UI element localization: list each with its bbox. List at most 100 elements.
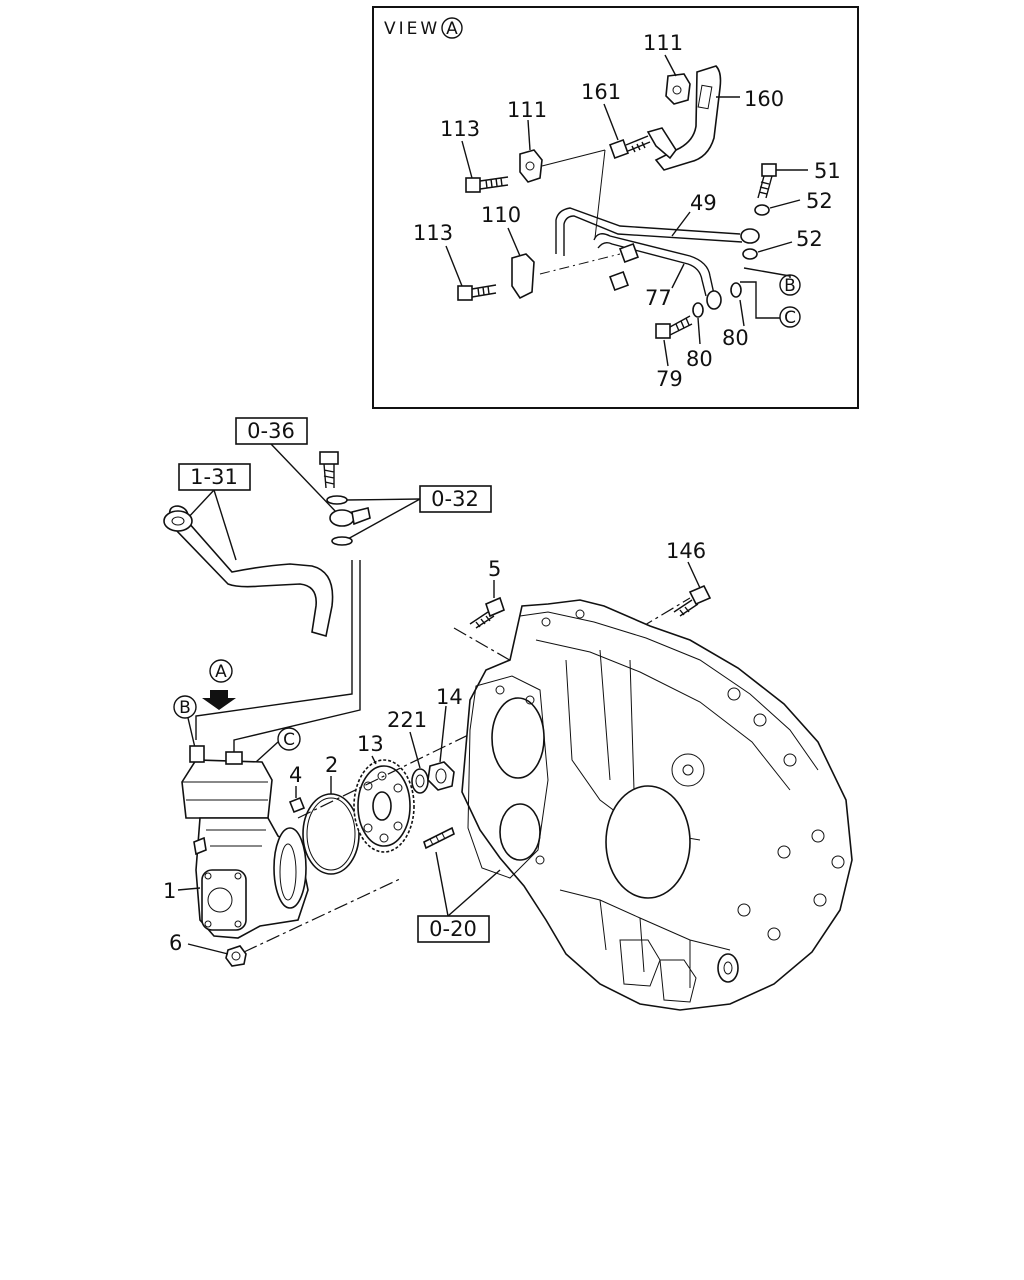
pipe-77-b [597,241,707,297]
view-a-inset: VIEW A [372,6,859,409]
callout-110: 110 [481,203,521,227]
o-ring-2-inner [306,797,356,871]
callout-111-mid: 111 [507,98,547,122]
callout-80-right: 80 [722,326,749,350]
callout-51: 51 [814,159,841,183]
ref-box-1-31 [178,463,251,491]
callout-221: 221 [387,708,427,732]
hose-1-31 [168,505,334,638]
bracket-c-inset [740,281,780,319]
pipe-line-b [195,560,353,740]
leader-80-right [739,299,745,327]
callout-52-top: 52 [806,189,833,213]
marker-b-main-circle [173,695,197,719]
callout-14: 14 [436,685,463,709]
banjo-bolt [319,451,339,489]
washer-upper [326,495,348,505]
leader-0-32-b [345,498,421,541]
leader-0-20-b [447,869,501,917]
callout-160: 160 [744,87,784,111]
bracket-160 [654,65,722,171]
bracket-160-slot [697,84,713,110]
ref-box-0-20 [417,915,490,943]
ref-0-20: 0-20 [429,917,477,941]
callout-1: 1 [163,879,176,903]
leader-161 [603,103,619,141]
pipe-77-eye [706,290,722,310]
washer-221 [411,768,429,794]
leader-111-top [664,54,677,77]
pipe-49 [555,207,741,254]
washer-80-right [730,282,742,298]
callout-6: 6 [169,931,182,955]
axis-main [297,699,541,819]
key-4 [288,796,306,814]
callout-80-low: 80 [686,347,713,371]
bolt-51 [757,163,777,199]
marker-b-inset-circle [779,274,801,296]
leader-110 [507,227,521,257]
leader-13 [371,755,377,765]
bracket-b-inset [743,267,791,278]
callout-161: 161 [581,80,621,104]
nut-14 [427,761,455,791]
leader-0-32-a [345,498,421,501]
callout-2: 2 [325,753,338,777]
callout-113-low: 113 [413,221,453,245]
callout-113-top: 113 [440,117,480,141]
callout-79: 79 [656,367,683,391]
leader-52-low [757,241,793,253]
clip-110 [511,253,535,300]
bolt-146 [673,584,712,617]
inset-frame [372,6,859,409]
bolt-113-top [465,176,509,193]
washer-lower [331,536,353,546]
main-drawing: 0-36 1-31 0-32 0-20 [163,417,853,1011]
hose-end-inner [171,516,185,526]
bolt-161 [609,135,651,159]
marker-c-inset: C [784,308,796,328]
leader-79 [663,339,669,367]
leader-77 [671,263,685,289]
dash-111-mid-2 [594,149,606,239]
bolt-113-low [457,284,497,301]
bolt-5 [469,596,505,629]
dash-pipe-to-clip [539,253,621,275]
air-compressor [181,745,309,939]
leader-221 [409,731,421,769]
stud-0-20 [423,826,455,850]
bracket-161-arm [646,127,677,160]
leader-1 [177,887,201,891]
banjo-union [329,507,371,527]
callout-13: 13 [357,732,384,756]
leader-113-top [461,140,473,179]
gear-13 [353,759,415,853]
bolt-79 [655,315,693,339]
marker-view-a: A [215,662,227,682]
leader-0-20-a [435,851,449,917]
callout-146: 146 [666,539,706,563]
callout-5: 5 [488,557,501,581]
clip-111-mid-hole [525,161,535,171]
leader-6 [187,943,229,955]
inset-title-marker: A [446,19,458,39]
leader-1-31-a [185,489,215,521]
dash-111-mid [541,149,606,167]
callout-77: 77 [645,286,672,310]
callout-111-top: 111 [643,31,683,55]
marker-c-main: C [283,730,295,750]
fitting-pipe-lower [609,271,629,291]
view-direction-arrow [202,690,236,710]
callout-49: 49 [690,191,717,215]
ref-0-32: 0-32 [431,487,479,511]
flywheel-housing [461,599,853,1011]
pipe-49-b [563,215,743,256]
callout-52-low: 52 [796,227,823,251]
washer-52-low [742,248,758,260]
callout-4: 4 [289,763,302,787]
washer-80-low [692,302,704,318]
o-ring-2 [302,793,360,875]
leader-49 [671,211,691,237]
leader-111-mid [527,119,531,151]
